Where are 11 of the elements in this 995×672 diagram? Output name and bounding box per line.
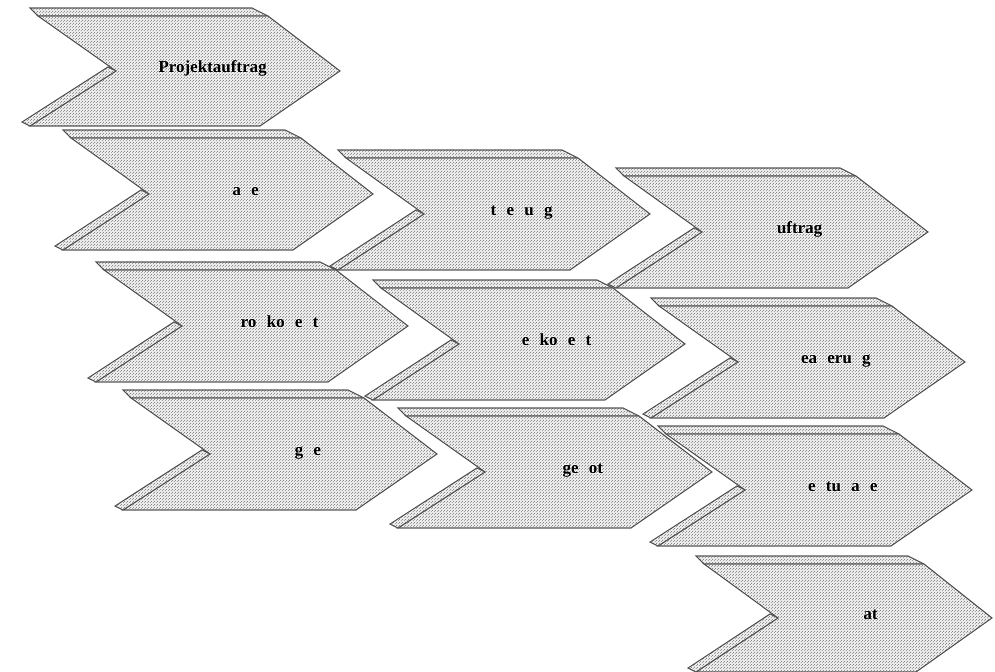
step-label: at [862, 604, 879, 624]
step-label: g e [294, 440, 322, 460]
step-label: e tu a e [807, 476, 878, 496]
step-label: a e [231, 180, 260, 200]
step-label: t e u g [490, 200, 554, 220]
step-label: ea eru g [800, 348, 872, 368]
step-label: e ko e t [520, 330, 592, 350]
step-label: ro ko e t [240, 312, 320, 332]
step-label: Projektauftrag [157, 57, 268, 77]
step-label: ge ot [562, 458, 604, 478]
step-label: uftrag [776, 218, 824, 238]
